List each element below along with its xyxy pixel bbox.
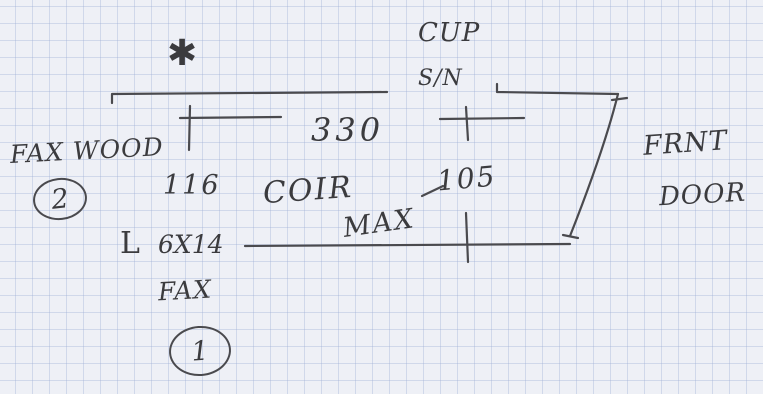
circle-1-number: 1 (190, 334, 210, 368)
label-330: 330 (311, 111, 385, 149)
label-coir: COIR (261, 169, 355, 212)
dim-line-330 (178, 115, 283, 120)
label-6x14: 6X14 (158, 230, 224, 259)
top-edge-right (495, 82, 620, 96)
star-mark: ✱ (167, 33, 199, 74)
label-116: 116 (163, 170, 221, 201)
slanted-right-edge (568, 92, 620, 238)
dim-tick-left (187, 104, 192, 152)
dim-line-330-right (438, 116, 526, 121)
top-edge-left (110, 90, 389, 105)
corner-tick-top (610, 96, 629, 102)
circle-2-number: 2 (49, 182, 71, 216)
leader-105 (420, 184, 445, 198)
label-sn: S/N (418, 66, 463, 91)
label-105: 105 (435, 159, 498, 198)
bottom-edge (243, 242, 572, 248)
corner-tick-bottom (561, 233, 580, 240)
label-door: DOOR (658, 177, 747, 213)
dim-tick-right (464, 105, 470, 142)
label-fax-wood: FAX WOOD (9, 131, 165, 170)
label-front: FRNT (642, 125, 729, 162)
label-fax: FAX (157, 274, 213, 307)
dim-tick-105 (464, 211, 470, 264)
label-cup: CUP (418, 18, 481, 48)
label-corner-l: L (120, 226, 141, 261)
